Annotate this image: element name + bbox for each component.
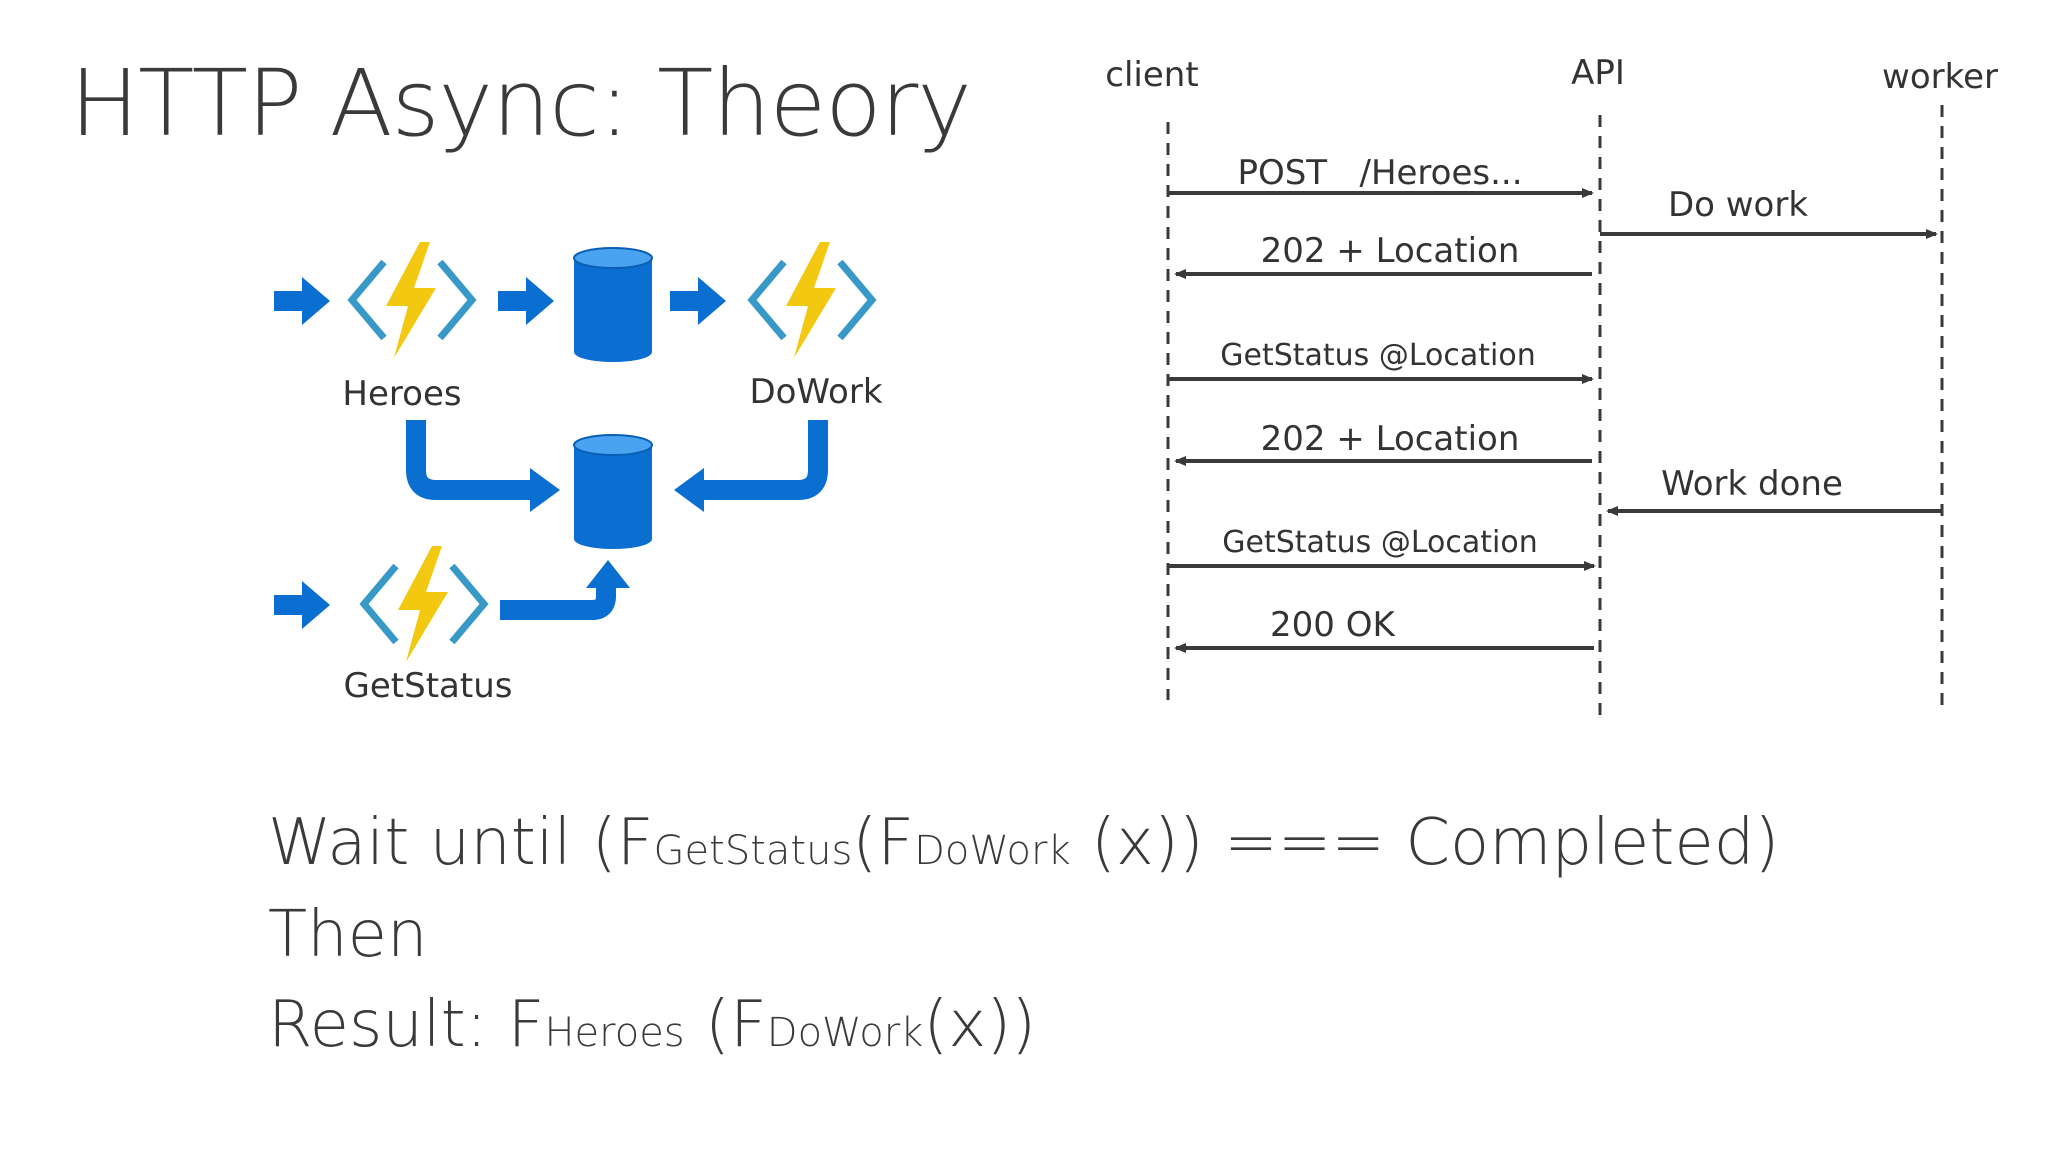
- arrow-right-icon: [274, 277, 330, 325]
- message-label-202-second: 202 + Location: [1261, 419, 1520, 459]
- message-label-getstatus-first: GetStatus @Location: [1220, 338, 1535, 373]
- slide-title: HTTP Async: Theory: [70, 50, 972, 157]
- message-label-work-done: Work done: [1661, 464, 1843, 504]
- arrow-curved-up-icon: [500, 560, 630, 620]
- formula-subscript: Heroes: [544, 1010, 685, 1056]
- formula-text: (F: [852, 806, 915, 880]
- formula-text: Wait until (F: [268, 806, 654, 880]
- message-label-202-first: 202 + Location: [1261, 231, 1520, 271]
- arrow-curved-right-icon: [406, 420, 560, 512]
- formula-text: (x)) === Completed): [1070, 806, 1780, 880]
- message-label-200-ok: 200 OK: [1270, 605, 1396, 645]
- sequence-diagram: client API worker POST /Heroes... Do wor…: [1105, 53, 1998, 715]
- function-label-dowork: DoWork: [749, 372, 882, 412]
- arrow-curved-left-icon: [674, 420, 828, 512]
- formula-subscript: DoWork: [766, 1010, 924, 1056]
- formula-text: (F: [684, 988, 767, 1062]
- message-label-do-work: Do work: [1668, 185, 1808, 225]
- arrow-right-icon: [670, 277, 726, 325]
- participant-api: API: [1571, 53, 1625, 93]
- formula-text: (x)): [923, 988, 1037, 1062]
- database-icon: [573, 247, 653, 362]
- formula-subscript: GetStatus: [653, 828, 853, 874]
- formula-line-wait: Wait until (FGetStatus(FDoWork (x)) === …: [268, 806, 1779, 880]
- database-icon: [573, 434, 653, 549]
- function-label-heroes: Heroes: [342, 374, 461, 414]
- arrow-right-icon: [498, 277, 554, 325]
- formula-line-then: Then: [268, 898, 428, 972]
- participant-worker: worker: [1882, 57, 1998, 97]
- arrow-right-icon: [274, 581, 330, 629]
- formula-text: Result: F: [268, 988, 545, 1062]
- formula-subscript: DoWork: [914, 828, 1071, 874]
- participant-client: client: [1105, 55, 1198, 95]
- architecture-diagram: Heroes DoWork GetStatus: [274, 0, 883, 706]
- function-label-getstatus: GetStatus: [344, 666, 513, 706]
- message-label-post: POST /Heroes...: [1237, 153, 1522, 193]
- message-label-getstatus-second: GetStatus @Location: [1222, 525, 1537, 560]
- formula-line-result: Result: FHeroes (FDoWork(x)): [268, 988, 1036, 1062]
